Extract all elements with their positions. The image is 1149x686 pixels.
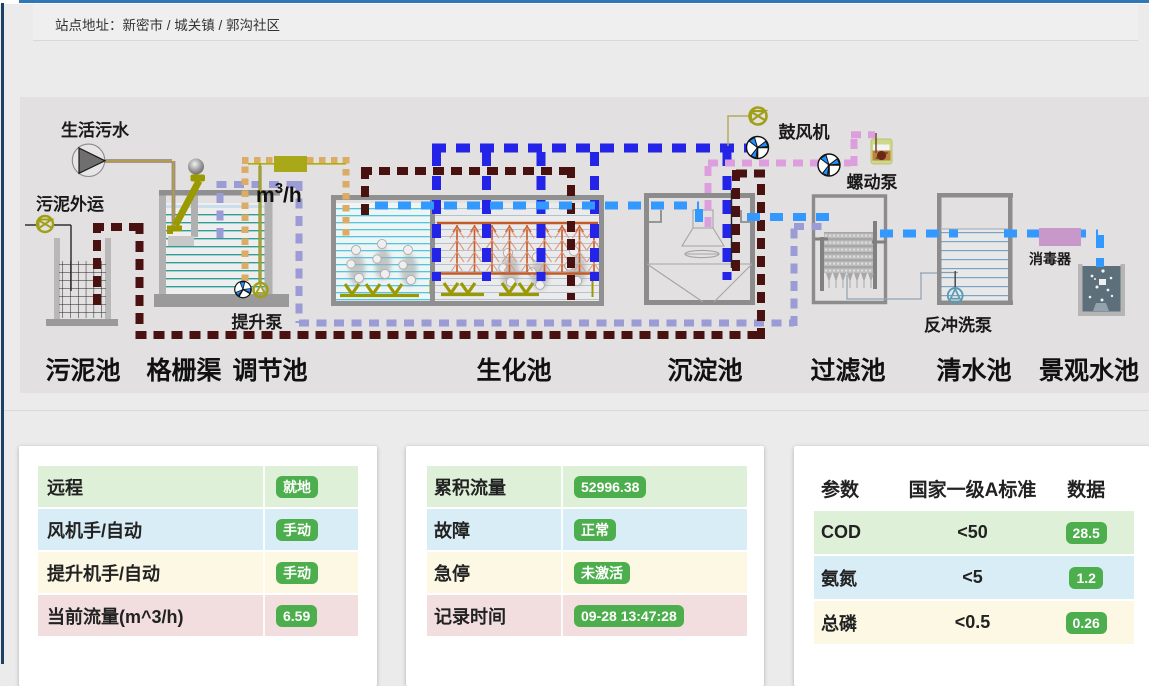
svg-text:格栅渠: 格栅渠 [146, 356, 221, 385]
svg-text:过滤池: 过滤池 [810, 357, 885, 385]
svg-text:消毒器: 消毒器 [1029, 251, 1072, 267]
svg-text:生化池: 生化池 [476, 357, 551, 385]
svg-text:提升泵: 提升泵 [232, 313, 283, 332]
svg-text:清水池: 清水池 [936, 357, 1011, 385]
svg-text:m3/h: m3/h [256, 180, 302, 207]
svg-text:沉淀池: 沉淀池 [667, 356, 742, 385]
svg-text:生活污水: 生活污水 [61, 120, 130, 140]
svg-text:鼓风机: 鼓风机 [779, 122, 830, 142]
svg-text:污泥外运: 污泥外运 [36, 194, 104, 214]
svg-text:污泥池: 污泥池 [45, 357, 120, 385]
svg-text:螺动泵: 螺动泵 [847, 173, 898, 192]
svg-text:反冲洗泵: 反冲洗泵 [924, 315, 992, 335]
svg-text:景观水池: 景观水池 [1039, 357, 1139, 385]
svg-text:调节池: 调节池 [232, 356, 307, 385]
